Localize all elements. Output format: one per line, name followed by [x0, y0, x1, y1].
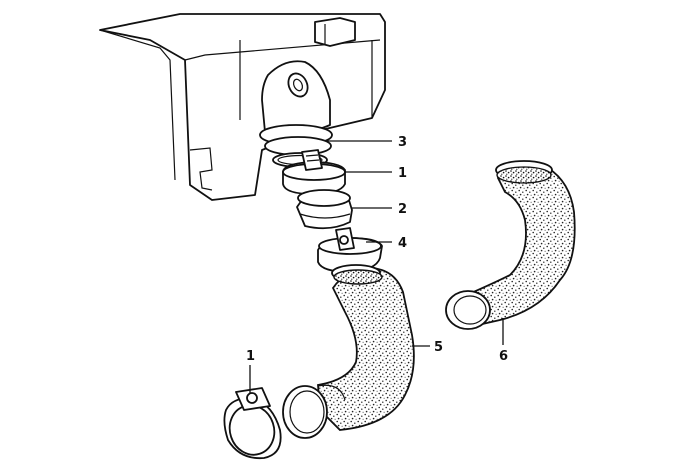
callout-4: 4: [398, 236, 407, 251]
callout-labels: 3 1 2 4 5 6 1: [246, 135, 508, 364]
housing-clip-tab: [314, 17, 356, 47]
rubber-sleeve-part-2: [296, 189, 353, 230]
callout-1-bottom: 1: [246, 349, 255, 364]
bent-hose-part-6: [445, 160, 576, 330]
callout-1-top: 1: [398, 166, 407, 181]
leader-lines: [249, 140, 504, 393]
hose-clamp-part-1-bottom: [223, 387, 282, 460]
callout-6: 6: [499, 349, 508, 364]
callout-3: 3: [398, 135, 407, 150]
callout-5: 5: [434, 340, 443, 355]
bent-hose-part-5: [282, 264, 415, 439]
hose-clamp-part-4: [317, 227, 383, 273]
hose-clamp-part-1-top: [282, 149, 346, 195]
callout-2: 2: [398, 202, 407, 217]
